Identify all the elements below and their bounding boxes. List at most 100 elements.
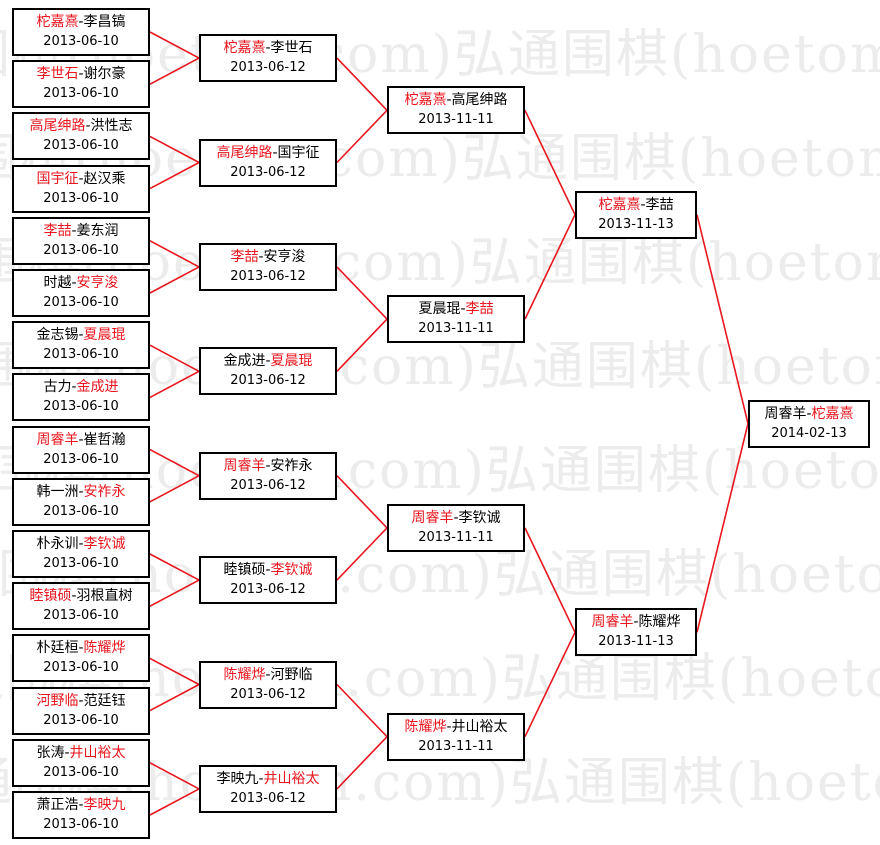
bracket-connector-line — [149, 57, 200, 85]
player-two: 陈耀烨 — [83, 640, 126, 657]
match-date: 2013-06-10 — [43, 399, 119, 415]
versus-dash: - — [71, 222, 77, 239]
versus-dash: - — [71, 588, 77, 605]
bracket-connector-line — [149, 579, 200, 607]
match-date: 2013-11-13 — [598, 216, 674, 232]
match-players: 李喆-姜东润 — [14, 221, 148, 241]
player-two: 李钦诚 — [458, 509, 501, 526]
bracket-connector-line — [336, 475, 388, 529]
match-players: 高尾绅路-国宇征 — [201, 143, 335, 163]
player-two: 夏晨琨 — [83, 327, 126, 344]
bracket-connector-line — [336, 318, 388, 372]
player-two: 井山裕太 — [69, 744, 126, 761]
match-date: 2013-06-10 — [43, 503, 119, 519]
match-date: 2013-11-11 — [418, 321, 494, 337]
player-one: 周睿羊 — [36, 431, 79, 448]
match-date: 2013-06-10 — [43, 190, 119, 206]
match-box-round-2: 柁嘉熹-李世石 2013-06-12 — [199, 34, 337, 83]
player-two: 夏晨琨 — [270, 353, 313, 370]
versus-dash: - — [265, 562, 271, 579]
match-date: 2013-06-10 — [43, 86, 119, 102]
player-one: 朴廷桓 — [36, 640, 79, 657]
bracket-connector-line — [149, 135, 200, 164]
player-one: 周睿羊 — [764, 405, 807, 422]
player-two: 羽根直树 — [76, 588, 133, 605]
match-date: 2013-11-11 — [418, 529, 494, 545]
bracket-connector-line — [149, 370, 200, 399]
match-date: 2013-06-10 — [43, 347, 119, 363]
player-one: 柁嘉熹 — [223, 40, 266, 57]
match-players: 国宇征-赵汉乘 — [14, 169, 148, 189]
versus-dash: - — [71, 275, 77, 291]
player-one: 柁嘉熹 — [36, 14, 79, 30]
match-players: 柁嘉熹-李世石 — [201, 38, 335, 58]
match-players: 朴永训-李钦诚 — [14, 534, 148, 554]
bracket-connector-line — [336, 109, 388, 164]
versus-dash: - — [64, 744, 70, 761]
bracket-connector-line — [149, 788, 200, 816]
bracket-connector-line — [524, 527, 576, 633]
player-one: 夏晨琨 — [418, 301, 461, 318]
versus-dash: - — [258, 770, 264, 787]
player-two: 李映九 — [83, 797, 126, 813]
player-two: 安亨浚 — [263, 248, 306, 265]
match-date: 2013-06-10 — [43, 295, 119, 310]
match-date: 2013-06-12 — [230, 60, 306, 76]
versus-dash: - — [265, 457, 271, 474]
match-players: 朴廷桓-陈耀烨 — [14, 638, 148, 658]
match-players: 陈耀烨-井山裕太 — [389, 717, 523, 737]
versus-dash: - — [446, 92, 452, 109]
match-box-round-1: 朴廷桓-陈耀烨 2013-06-10 — [12, 634, 150, 683]
match-players: 夏晨琨-李喆 — [389, 299, 523, 319]
bracket-connector-line — [149, 266, 200, 294]
match-date: 2013-06-12 — [230, 373, 306, 389]
player-two: 高尾绅路 — [451, 92, 508, 109]
bracket-connector-line — [149, 683, 200, 712]
player-one: 陈耀烨 — [223, 666, 266, 683]
match-players: 李映九-井山裕太 — [201, 769, 335, 789]
match-date: 2013-11-11 — [418, 738, 494, 754]
match-players: 周睿羊-李钦诚 — [389, 508, 523, 528]
bracket-connector-line — [524, 631, 576, 738]
player-two: 井山裕太 — [263, 770, 320, 787]
match-date: 2013-06-12 — [230, 164, 306, 180]
match-players: 周睿羊-崔哲瀚 — [14, 430, 148, 450]
bracket-connector-line — [149, 344, 200, 373]
player-two: 洪性志 — [90, 118, 133, 135]
match-players: 萧正浩-李映九 — [14, 795, 148, 815]
player-one: 古力 — [43, 379, 72, 396]
match-players: 张涛-井山裕太 — [14, 743, 148, 763]
versus-dash: - — [78, 327, 84, 344]
match-date: 2013-06-10 — [43, 34, 119, 49]
match-date: 2013-06-10 — [43, 660, 119, 676]
player-two: 李喆 — [465, 301, 494, 318]
versus-dash: - — [85, 118, 91, 135]
player-two: 赵汉乘 — [83, 170, 126, 187]
player-one: 金成进 — [223, 353, 266, 370]
player-one: 李喆 — [43, 222, 72, 239]
player-two: 国宇征 — [277, 144, 320, 161]
player-two: 安祚永 — [83, 483, 126, 500]
match-players: 金成进-夏晨琨 — [201, 351, 335, 371]
match-date: 2013-11-11 — [418, 112, 494, 128]
player-two: 范廷钰 — [83, 692, 126, 709]
versus-dash: - — [78, 692, 84, 709]
match-players: 河野临-范廷钰 — [14, 691, 148, 711]
player-two: 柁嘉熹 — [811, 405, 854, 422]
versus-dash: - — [78, 14, 84, 30]
